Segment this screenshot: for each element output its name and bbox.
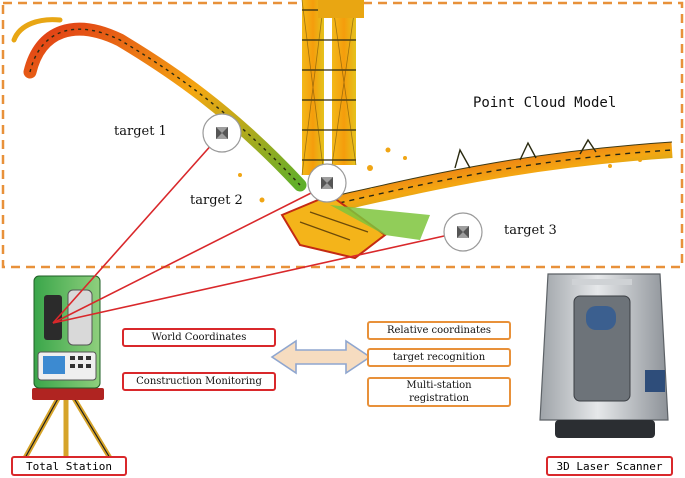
target-reflector-1 <box>202 113 242 153</box>
point-cloud-right-boom <box>328 138 673 213</box>
point-cloud-left-boom <box>11 17 307 192</box>
relative-coordinates-box: Relative coordinates <box>367 321 511 340</box>
laser-scanner-illustration <box>539 273 669 438</box>
multi-station-registration-box: Multi-station registration <box>367 377 511 407</box>
construction-monitoring-box: Construction Monitoring <box>122 372 276 391</box>
laser-scanner-label: 3D Laser Scanner <box>546 456 673 476</box>
target-recognition-box: target recognition <box>367 348 511 367</box>
ray-target-3 <box>52 231 463 324</box>
ray-target-2 <box>52 184 328 324</box>
point-cloud-fragments <box>238 147 642 203</box>
bidirectional-arrow <box>270 339 372 375</box>
measurement-rays <box>52 132 463 324</box>
target-reflector-2 <box>307 163 347 203</box>
ray-target-1 <box>52 132 223 324</box>
world-coordinates-box: World Coordinates <box>122 328 276 347</box>
target-label-1: target 1 <box>104 123 177 140</box>
total-station-illustration <box>22 275 113 463</box>
point-cloud-title: Point Cloud Model <box>469 95 621 111</box>
point-cloud-tower <box>301 0 364 176</box>
target-label-2: target 2 <box>182 192 251 209</box>
target-label-3: target 3 <box>496 222 565 239</box>
total-station-label: Total Station <box>11 456 127 476</box>
target-reflector-3 <box>443 212 483 252</box>
point-cloud-frame <box>1 1 684 269</box>
